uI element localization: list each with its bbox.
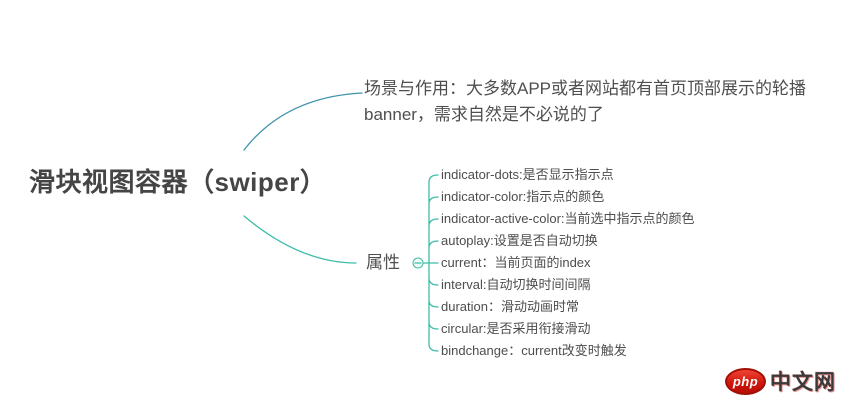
scene-node[interactable]: 场景与作用：大多数APP或者网站都有首页顶部展示的轮播 banner，需求自然是…: [364, 79, 807, 124]
attribute-node-duration[interactable]: duration：滑动动画时常: [441, 299, 579, 314]
attribute-node-indicator-active-color[interactable]: indicator-active-color:当前选中指示点的颜色: [441, 211, 695, 226]
attributes-bracket: [422, 174, 439, 352]
attribute-node-autoplay[interactable]: autoplay:设置是否自动切换: [441, 233, 598, 248]
attribute-node-indicator-color[interactable]: indicator-color:指示点的颜色: [441, 189, 605, 204]
site-name-text: 中文网: [770, 371, 836, 394]
branch-curve-scene: [243, 92, 363, 151]
attribute-node-current[interactable]: current：当前页面的index: [441, 255, 591, 270]
branch-curve-attributes: [243, 215, 357, 264]
php-logo-icon: php: [725, 367, 766, 395]
attribute-node-circular[interactable]: circular:是否采用衔接滑动: [441, 321, 591, 336]
collapse-button[interactable]: [412, 257, 424, 269]
site-watermark: php 中文网: [725, 366, 836, 396]
attribute-node-interval[interactable]: interval:自动切换时间间隔: [441, 277, 591, 292]
attribute-node-indicator-dots[interactable]: indicator-dots:是否显示指示点: [441, 167, 614, 182]
attribute-node-bindchange[interactable]: bindchange：current改变时触发: [441, 343, 627, 358]
root-node-title[interactable]: 滑块视图容器（swiper）: [29, 167, 327, 197]
attributes-node[interactable]: 属性: [366, 253, 400, 272]
